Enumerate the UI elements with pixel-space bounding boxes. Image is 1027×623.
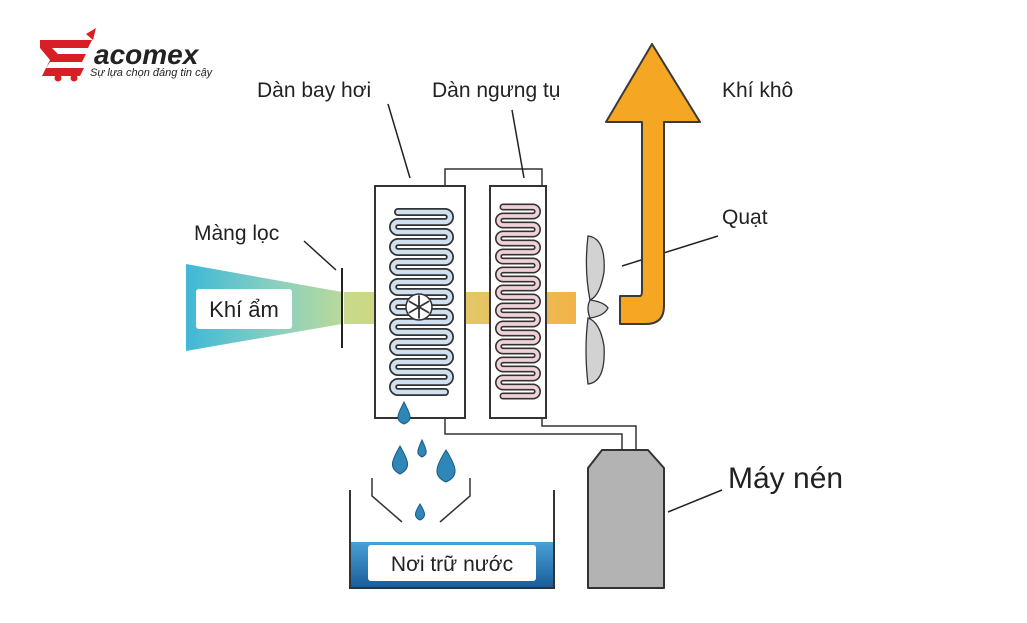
snowflake-icon	[405, 293, 433, 321]
cart-icon	[40, 28, 96, 82]
drip-funnel-right	[439, 478, 471, 523]
humid-air-label: Khí ẩm	[209, 297, 279, 322]
coil-connector-pipe	[444, 168, 543, 186]
water-tank-label: Nơi trữ nước	[391, 553, 513, 576]
logo-tagline: Sự lựa chọn đáng tin cậy	[90, 67, 214, 79]
humid-air-label-box	[196, 289, 292, 329]
evaporator-leader-line	[387, 103, 411, 179]
brand-logo: acomex Sự lựa chọn đáng tin cậy	[40, 28, 214, 82]
water-tank-walls	[349, 490, 555, 589]
evaporator-label: Dàn bay hơi	[257, 79, 371, 102]
drip-funnel-left	[371, 478, 403, 523]
compressor	[587, 449, 665, 589]
dry-air-arrow	[605, 43, 701, 325]
fan-icon	[585, 235, 609, 385]
compressor-label: Máy nén	[728, 462, 843, 495]
condenser-leader-line	[511, 109, 525, 179]
compressor-leader-line	[667, 489, 723, 513]
condenser-label: Dàn ngưng tụ	[432, 79, 560, 102]
water-drop-icon	[392, 400, 456, 521]
filter-label: Màng lọc	[194, 222, 279, 245]
fan-leader-line	[621, 235, 719, 267]
dry-air-label: Khí khô	[722, 79, 793, 102]
water-tank-label-box	[368, 545, 536, 581]
fan-label: Quạt	[722, 206, 768, 229]
logo-word: acomex	[94, 39, 200, 70]
filter-leader-line	[303, 240, 337, 271]
compressor-pipe	[444, 418, 623, 450]
